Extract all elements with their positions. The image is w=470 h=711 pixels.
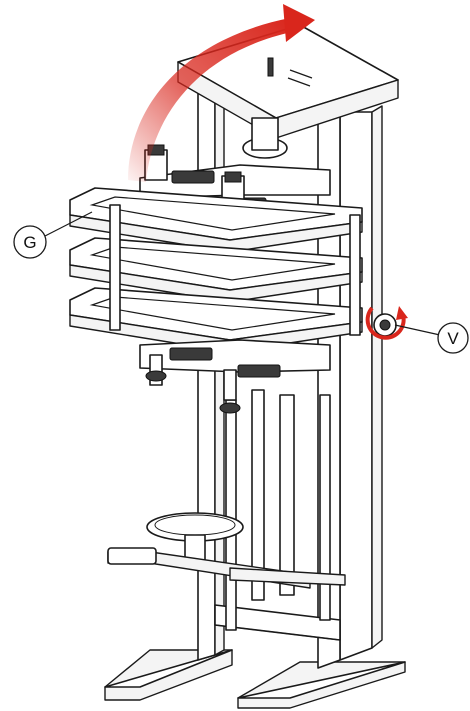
callout-g: G (13, 211, 93, 259)
label-g: G (23, 233, 36, 252)
cradle-ring-top (69, 187, 363, 253)
upper-arm (139, 117, 331, 211)
guide-rods (225, 389, 331, 631)
label-v: V (447, 329, 459, 348)
cradle-ring-middle (69, 237, 363, 303)
base-feet (104, 649, 406, 709)
adjust-knob (365, 306, 408, 340)
curved-arrow-up-right-icon (128, 4, 315, 182)
callout-v: V (394, 322, 469, 354)
circular-arrow-icon (365, 306, 406, 340)
cradle-rings (69, 187, 363, 353)
arrowhead-icon (396, 306, 408, 320)
lower-arm (139, 339, 331, 414)
foot-pedal (107, 512, 346, 589)
